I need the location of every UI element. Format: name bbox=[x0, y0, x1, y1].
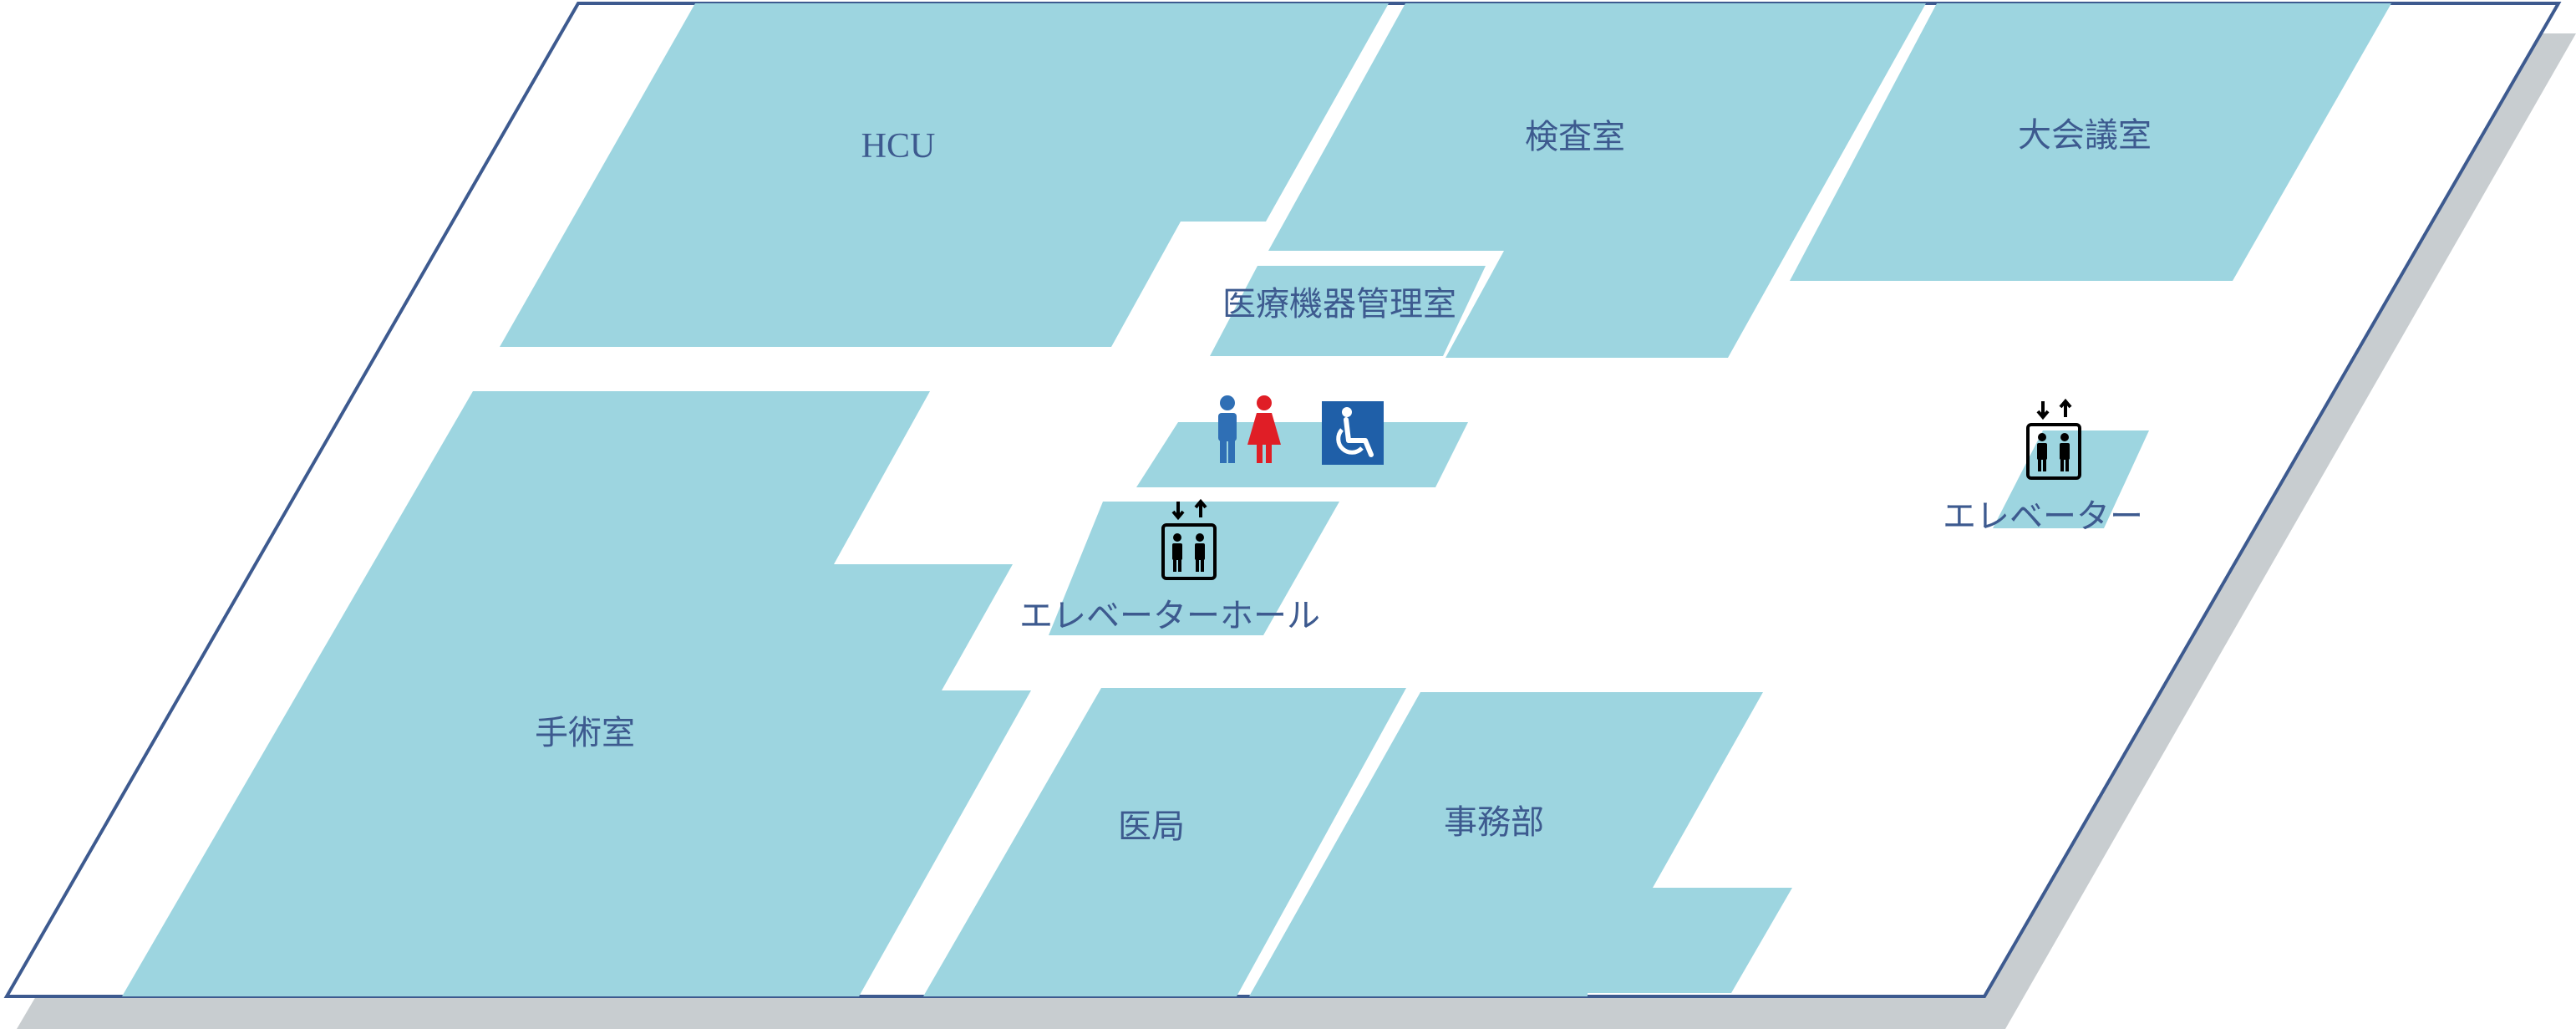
restroom-area[interactable] bbox=[1136, 422, 1468, 487]
wheelchair-accessible-icon bbox=[1322, 401, 1384, 465]
female-figure-icon bbox=[1247, 395, 1281, 463]
label-exam-room: 検査室 bbox=[1525, 118, 1625, 156]
label-hcu: HCU bbox=[861, 127, 936, 166]
room-conference[interactable] bbox=[1790, 3, 2391, 281]
room-elevator-hall[interactable] bbox=[1049, 502, 1339, 635]
label-administration: 事務部 bbox=[1444, 803, 1544, 842]
label-operating-room: 手術室 bbox=[535, 714, 635, 752]
room-hcu[interactable] bbox=[500, 3, 1389, 347]
room-medical-equipment[interactable] bbox=[1210, 266, 1486, 356]
label-elevator: エレベーター bbox=[1943, 497, 2143, 536]
label-medical-equipment-room: 医療機器管理室 bbox=[1222, 285, 1456, 323]
restroom-icon bbox=[1218, 395, 1281, 463]
label-conference-room: 大会議室 bbox=[2018, 116, 2152, 155]
room-exam[interactable] bbox=[1268, 3, 1926, 358]
room-administration[interactable] bbox=[1249, 692, 1792, 996]
label-elevator-hall: エレベーターホール bbox=[1019, 597, 1320, 635]
male-figure-icon bbox=[1218, 395, 1237, 463]
label-medical-office: 医局 bbox=[1118, 807, 1185, 846]
room-medical-office[interactable] bbox=[923, 688, 1406, 996]
elevator-hall-icon bbox=[1161, 498, 1217, 580]
room-operating[interactable] bbox=[122, 391, 1031, 996]
elevator-icon bbox=[2026, 398, 2081, 480]
